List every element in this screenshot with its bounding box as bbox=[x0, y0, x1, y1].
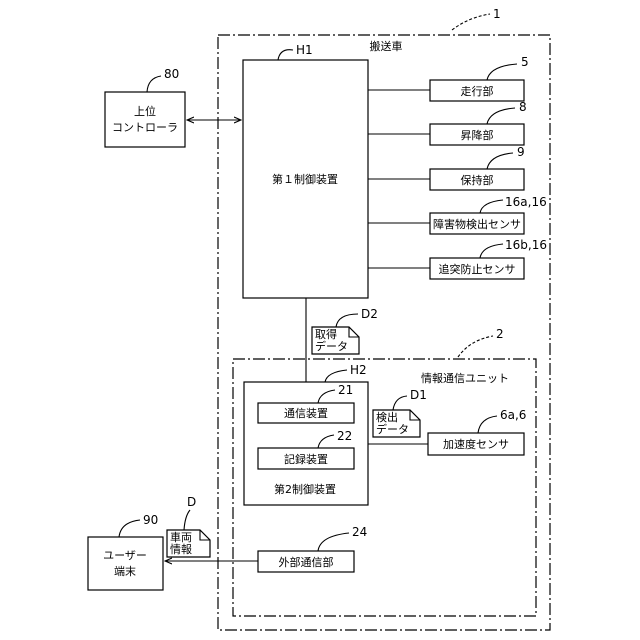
obstacle-sensor-label: 障害物検出センサ bbox=[433, 217, 521, 231]
vehicle-info-leader bbox=[184, 510, 190, 530]
host-controller-label-line1: 上位 bbox=[134, 104, 156, 118]
travel-unit-ref: 5 bbox=[521, 55, 529, 69]
travel-unit-label: 走行部 bbox=[461, 84, 494, 98]
info-comm-unit-ref: 2 bbox=[496, 327, 504, 341]
user-terminal-box bbox=[88, 537, 163, 590]
record-device-ref: 22 bbox=[337, 429, 352, 443]
user-terminal-line1: ユーザー bbox=[103, 549, 147, 562]
vehicle-info-ref: D bbox=[187, 495, 196, 509]
host-controller-ref: 80 bbox=[164, 67, 179, 81]
comm-device-label: 通信装置 bbox=[284, 407, 328, 420]
host-controller-box bbox=[105, 92, 185, 147]
holding-unit-label: 保持部 bbox=[461, 173, 494, 187]
first-controller-ref: H1 bbox=[296, 43, 313, 57]
collision-sensor-ref: 16b,16 bbox=[505, 238, 547, 252]
transport-vehicle-label: 搬送車 bbox=[370, 39, 403, 53]
detect-data-line1: 検出 bbox=[376, 410, 398, 424]
collision-sensor-label: 追突防止センサ bbox=[439, 262, 516, 276]
vehicle-info-line1: 車両 bbox=[170, 530, 192, 544]
system-leader bbox=[452, 14, 490, 30]
user-terminal-ref: 90 bbox=[143, 513, 158, 527]
lift-unit-ref: 8 bbox=[519, 100, 527, 114]
first-controller-label: 第１制御装置 bbox=[272, 172, 338, 186]
comm-device-ref: 21 bbox=[338, 383, 353, 397]
obstacle-sensor-ref: 16a,16 bbox=[505, 195, 547, 209]
accel-sensor-label: 加速度センサ bbox=[443, 437, 509, 451]
holding-unit-ref: 9 bbox=[517, 145, 525, 159]
accel-sensor-ref: 6a,6 bbox=[500, 408, 526, 422]
host-controller-label-line2: コントローラ bbox=[112, 121, 178, 134]
vehicle-info-line2: 情報 bbox=[170, 543, 192, 556]
acquired-data-line2: データ bbox=[315, 339, 348, 353]
accel-sensor-leader bbox=[478, 416, 497, 433]
second-controller-ref: H2 bbox=[350, 363, 367, 377]
acquired-data-ref: D2 bbox=[361, 307, 378, 321]
travel-unit-leader bbox=[487, 64, 517, 80]
record-device-label: 記録装置 bbox=[284, 452, 328, 466]
obstacle-sensor-leader bbox=[480, 200, 503, 213]
info-comm-unit-leader bbox=[458, 336, 493, 357]
holding-unit-leader bbox=[487, 153, 513, 169]
second-controller-label: 第2制御装置 bbox=[274, 482, 336, 496]
detect-data-line2: データ bbox=[376, 422, 409, 436]
lift-unit-leader bbox=[487, 108, 515, 124]
user-terminal-line2: 端末 bbox=[114, 564, 136, 578]
first-controller-leader bbox=[278, 50, 293, 60]
collision-sensor-leader bbox=[480, 244, 503, 258]
external-comm-leader bbox=[318, 533, 349, 551]
user-terminal-leader bbox=[119, 520, 140, 537]
second-controller-leader bbox=[325, 370, 347, 382]
system-ref-number: 1 bbox=[493, 7, 501, 21]
info-comm-unit-label: 情報通信ユニット bbox=[421, 372, 509, 385]
lift-unit-label: 昇降部 bbox=[461, 128, 494, 142]
acquired-data-leader bbox=[336, 314, 358, 327]
detect-data-leader bbox=[393, 396, 407, 410]
detect-data-ref: D1 bbox=[410, 388, 427, 402]
host-controller-leader bbox=[147, 76, 161, 92]
external-comm-label: 外部通信部 bbox=[279, 555, 334, 569]
external-comm-ref: 24 bbox=[352, 525, 367, 539]
